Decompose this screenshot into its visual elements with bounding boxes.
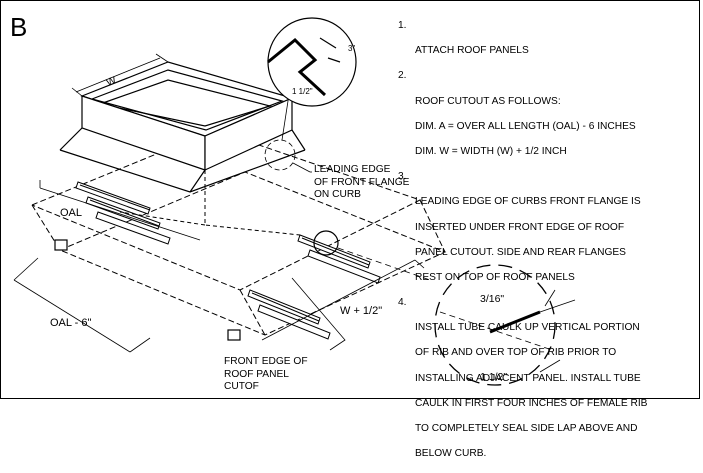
note-3: 3. LEADING EDGE OF CURBS FRONT FLANGE IS… [398,171,641,283]
roof-panel-outline [31,129,447,336]
front-edge-leader [291,277,346,351]
cutout-outline [119,170,301,236]
curb-unit [59,61,306,193]
panel-ribs-left [75,181,171,245]
detail-top-3-label: 3" [348,44,355,53]
note-2: 2. ROOF CUTOUT AS FOLLOWS: DIM. A = OVER… [398,70,636,157]
dim-w [71,53,169,97]
detail-top [267,17,357,107]
roof-curb-drawing: W OAL OAL - 6" W + 1/2" 3" 1 1/2" 3/16" … [13,17,576,386]
dim-oal-6-label: OAL - 6" [50,317,91,329]
detail-marker [313,230,431,281]
dim-oal-label: OAL [60,207,82,219]
note-1: 1. ATTACH ROOF PANELS [398,20,529,57]
dim-oal-6 [13,257,151,353]
detail-bottom-3-16-label: 3/16" [480,293,504,305]
detail-bottom-1half-label: 1 1/2" [480,371,507,383]
installation-notes: 1. ATTACH ROOF PANELS 2. ROOF CUTOUT AS … [398,20,698,473]
supports [54,239,241,341]
note-4: 4. INSTALL TUBE CAULK UP VERTICAL PORTIO… [398,297,648,460]
front-edge-callout: FRONT EDGE OF ROOF PANEL CUTOF [224,356,308,393]
detail-top-1half-label: 1 1/2" [292,87,313,96]
detail-bottom [434,264,576,386]
leading-edge-callout: LEADING EDGE OF FRONT FLANGE ON CURB [314,164,410,201]
dim-w-label: W [105,75,118,89]
dim-w-half-label: W + 1/2" [340,305,382,317]
dim-w-half [261,259,425,341]
section-letter: B [10,12,28,42]
panel-ribs-right [247,234,381,340]
dim-oal [39,180,201,241]
